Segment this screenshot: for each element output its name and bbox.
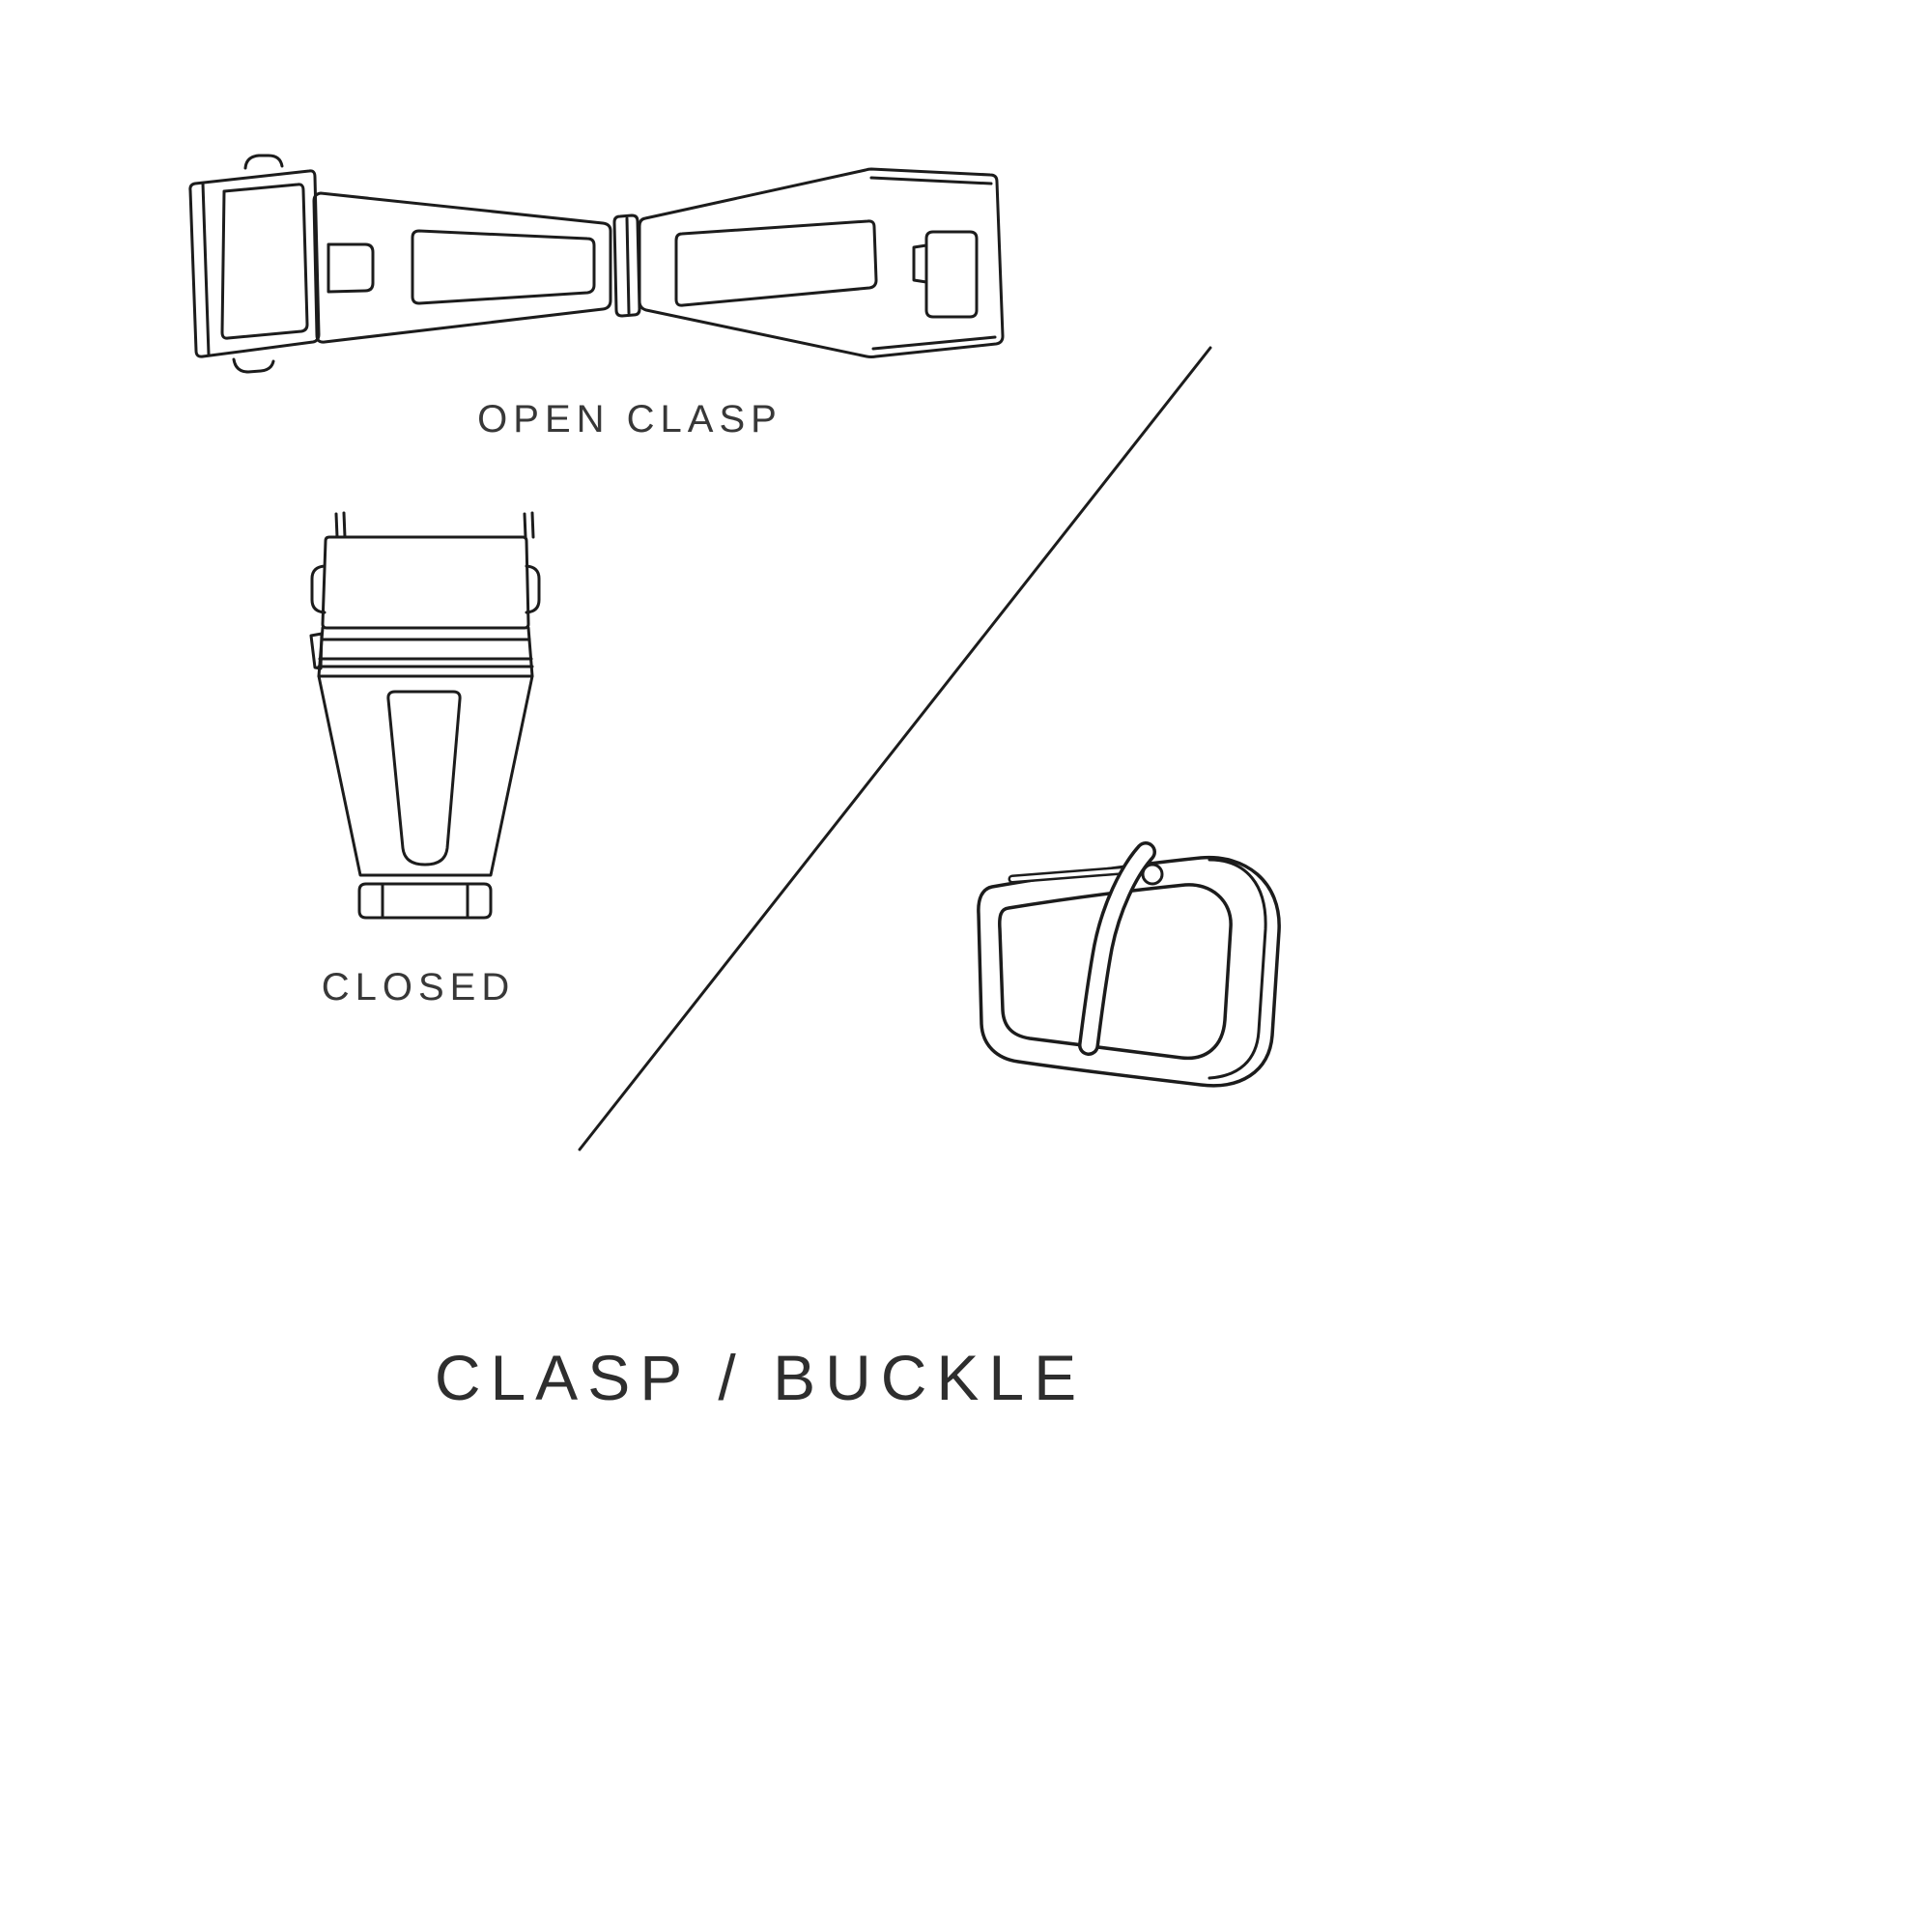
closed-clasp-illustration: [290, 502, 560, 937]
closed-clasp-drawing: [309, 511, 541, 920]
open-clasp-label: OPEN CLASP: [477, 398, 782, 440]
diagonal-divider-line: [531, 319, 1227, 1169]
buckle-illustration: [956, 831, 1294, 1121]
buckle-drawing: [977, 841, 1281, 1088]
diagram-title: CLASP / BUCKLE: [434, 1342, 1087, 1413]
closed-label: CLOSED: [321, 966, 516, 1009]
divider-line-drawing: [578, 346, 1212, 1151]
open-clasp-illustration: [174, 145, 1024, 386]
open-clasp-drawing: [188, 154, 1005, 374]
